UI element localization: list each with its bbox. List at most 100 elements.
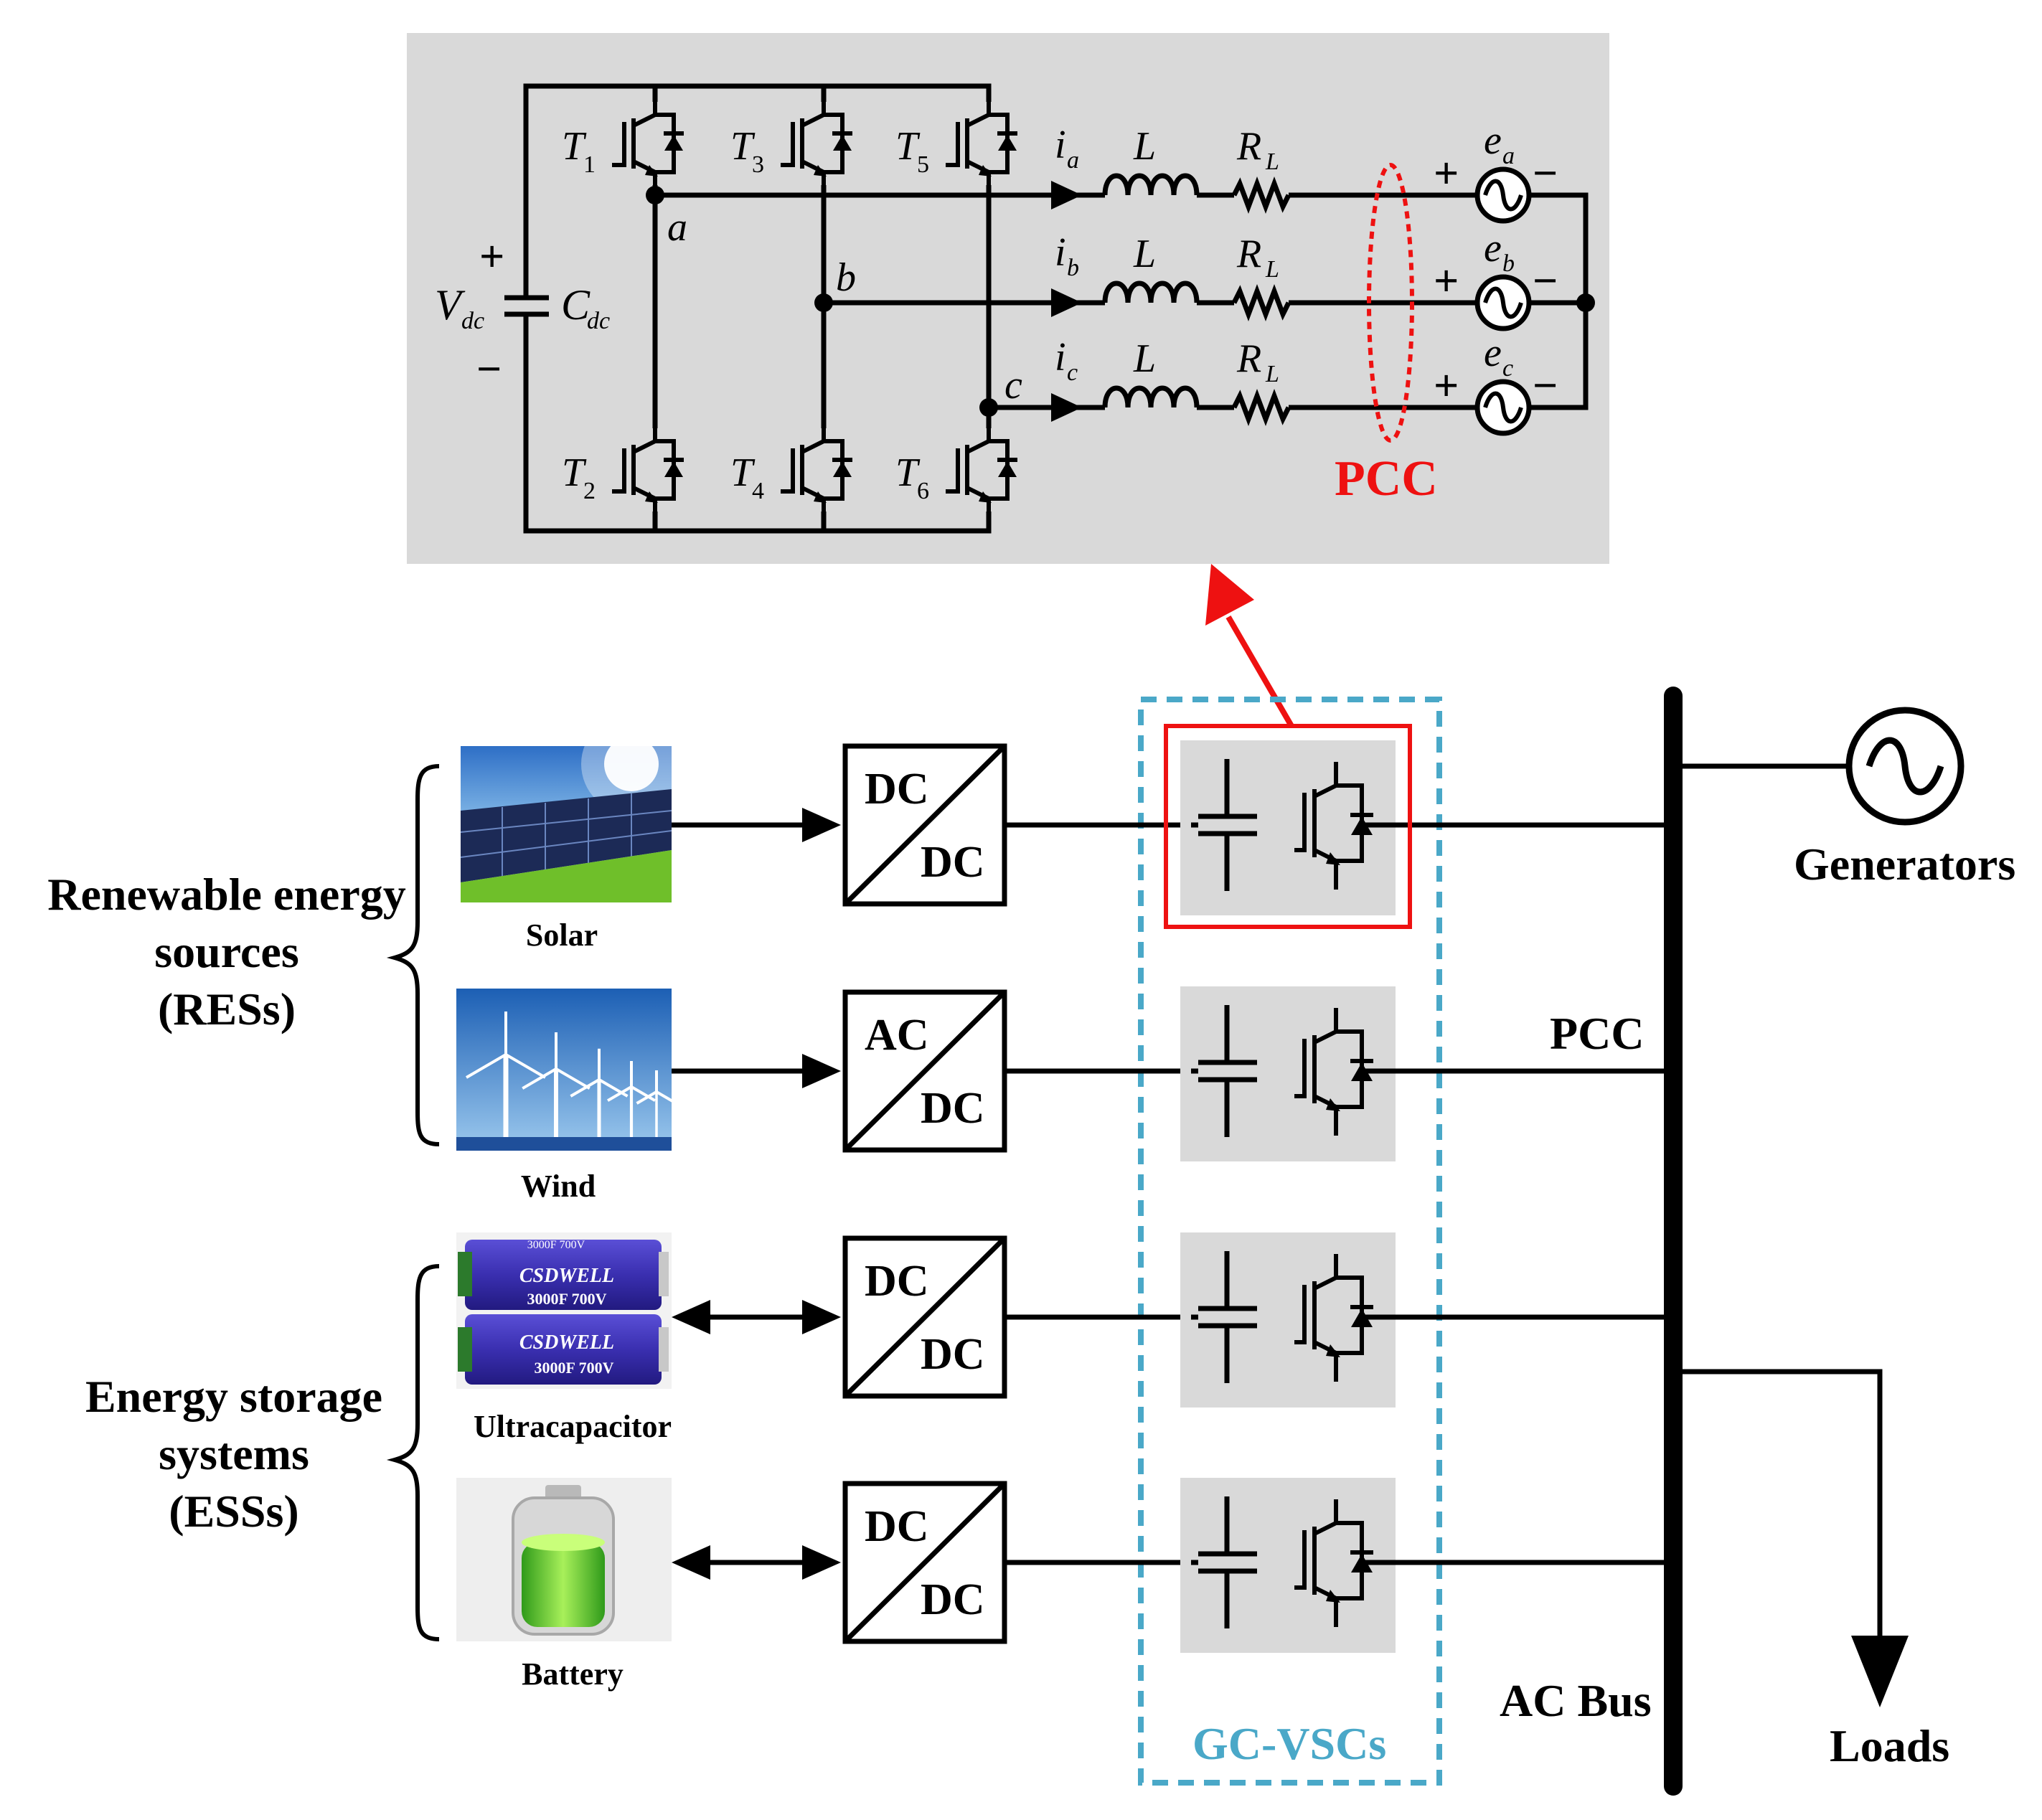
vdc-label: V xyxy=(435,281,466,329)
solar-image xyxy=(460,714,682,902)
cap-text-5: 3000F 700V xyxy=(534,1359,613,1377)
current-sub: c xyxy=(1067,359,1078,386)
inductor-label: L xyxy=(1133,336,1156,381)
cap-text-2: CSDWELL xyxy=(519,1265,614,1287)
node-c: c xyxy=(1004,363,1022,407)
vdc-plus: + xyxy=(479,232,504,281)
zoom-arrow xyxy=(1205,564,1294,728)
resistor xyxy=(1231,389,1291,426)
cdc-sub: dc xyxy=(587,308,610,334)
igbt-switch: T3 xyxy=(730,102,852,185)
current-arrow xyxy=(1051,288,1082,317)
converter-input-type: DC xyxy=(865,1257,929,1306)
converter-input-type: DC xyxy=(865,1502,929,1551)
converter-output-type: DC xyxy=(921,1575,985,1624)
cap-text-3: 3000F 700V xyxy=(527,1290,606,1308)
current-label: i xyxy=(1055,123,1066,167)
inductor-label: L xyxy=(1133,124,1156,169)
battery-label: Battery xyxy=(522,1656,624,1692)
emf-label: e xyxy=(1484,118,1502,163)
selected-vsc-highlight xyxy=(1164,724,1412,929)
inductor xyxy=(1102,173,1200,196)
switch-number: 4 xyxy=(752,478,764,504)
emf-plus: + xyxy=(1434,257,1459,306)
resistor-sub: L xyxy=(1265,256,1279,283)
flow-arrowhead xyxy=(802,1054,841,1088)
solar-label: Solar xyxy=(526,918,598,953)
microgrid-system: GC-VSCs AC Bus PCC Generators Loads Rene… xyxy=(47,687,2015,1796)
emf-plus: + xyxy=(1434,149,1459,198)
switch-label: T xyxy=(730,451,756,495)
conversion-row: DC DC xyxy=(672,1478,1673,1653)
vdc-sub: dc xyxy=(461,308,484,334)
resistor-label: R xyxy=(1236,124,1261,169)
flow-arrowhead xyxy=(802,1300,841,1334)
res-label-line3: (RESs) xyxy=(158,984,296,1034)
inductor-label: L xyxy=(1133,232,1156,276)
switch-number: 5 xyxy=(917,151,929,178)
resistor-label: R xyxy=(1236,336,1261,381)
gcvsc-block xyxy=(1180,1478,1396,1653)
converter-output-type: DC xyxy=(921,838,985,887)
ess-label-line1: Energy storage xyxy=(85,1371,382,1422)
node-b: b xyxy=(836,255,856,300)
generators-label: Generators xyxy=(1794,839,2015,890)
conversion-row: DC DC xyxy=(672,1232,1673,1408)
current-label: i xyxy=(1055,230,1066,275)
emf-plus: + xyxy=(1434,362,1459,410)
gcvsc-label: GC-VSCs xyxy=(1192,1718,1386,1769)
switch-label: T xyxy=(562,451,587,495)
emf-minus: − xyxy=(1533,362,1558,410)
vdc-minus: − xyxy=(476,345,502,394)
emf-sub: b xyxy=(1502,250,1515,277)
flow-arrowhead xyxy=(802,808,841,842)
gcvsc-block xyxy=(1180,740,1396,915)
switch-label: T xyxy=(895,451,921,495)
gcvsc-block xyxy=(1180,986,1396,1161)
resistor-label: R xyxy=(1236,232,1261,276)
inductor xyxy=(1102,280,1200,303)
wind-image xyxy=(456,989,677,1151)
generator xyxy=(1673,707,1965,826)
cdc-label: C xyxy=(561,281,591,329)
current-arrow xyxy=(1051,393,1082,422)
converter-input-type: DC xyxy=(865,765,929,814)
igbt-switch: T4 xyxy=(730,428,852,511)
cap-text-4: CSDWELL xyxy=(519,1331,614,1354)
emf-minus: − xyxy=(1533,257,1558,306)
switch-number: 3 xyxy=(752,151,764,178)
cap-text-1: 3000F 700V xyxy=(527,1239,585,1251)
current-label: i xyxy=(1055,335,1066,379)
emf-minus: − xyxy=(1533,149,1558,198)
ess-label-line3: (ESSs) xyxy=(169,1486,298,1537)
switch-label: T xyxy=(895,124,921,169)
battery-image xyxy=(456,1478,672,1641)
resistor xyxy=(1231,176,1291,214)
converter-output-type: DC xyxy=(921,1084,985,1133)
switch-number: 2 xyxy=(583,478,596,504)
gcvsc-group-box xyxy=(1138,697,1442,1786)
loads-arrow xyxy=(1673,1369,1909,1707)
flow-arrowhead xyxy=(672,1300,710,1334)
pcc-bus-label: PCC xyxy=(1550,1008,1645,1059)
gcvsc-block xyxy=(1180,1232,1396,1408)
current-sub: b xyxy=(1067,255,1079,281)
acbus-label: AC Bus xyxy=(1500,1675,1652,1726)
igbt-switch: T6 xyxy=(895,428,1017,511)
flow-arrowhead xyxy=(672,1545,710,1580)
resistor xyxy=(1231,284,1291,321)
igbt-switch: T5 xyxy=(895,102,1017,185)
wind-label: Wind xyxy=(521,1169,596,1204)
converter-output-type: DC xyxy=(921,1330,985,1379)
emf-label: e xyxy=(1484,226,1502,270)
ultracapacitor-image: 3000F 700V CSDWELL 3000F 700V CSDWELL 30… xyxy=(456,1232,672,1389)
ultracapacitor-label: Ultracapacitor xyxy=(474,1409,672,1444)
resistor-sub: L xyxy=(1265,361,1279,387)
